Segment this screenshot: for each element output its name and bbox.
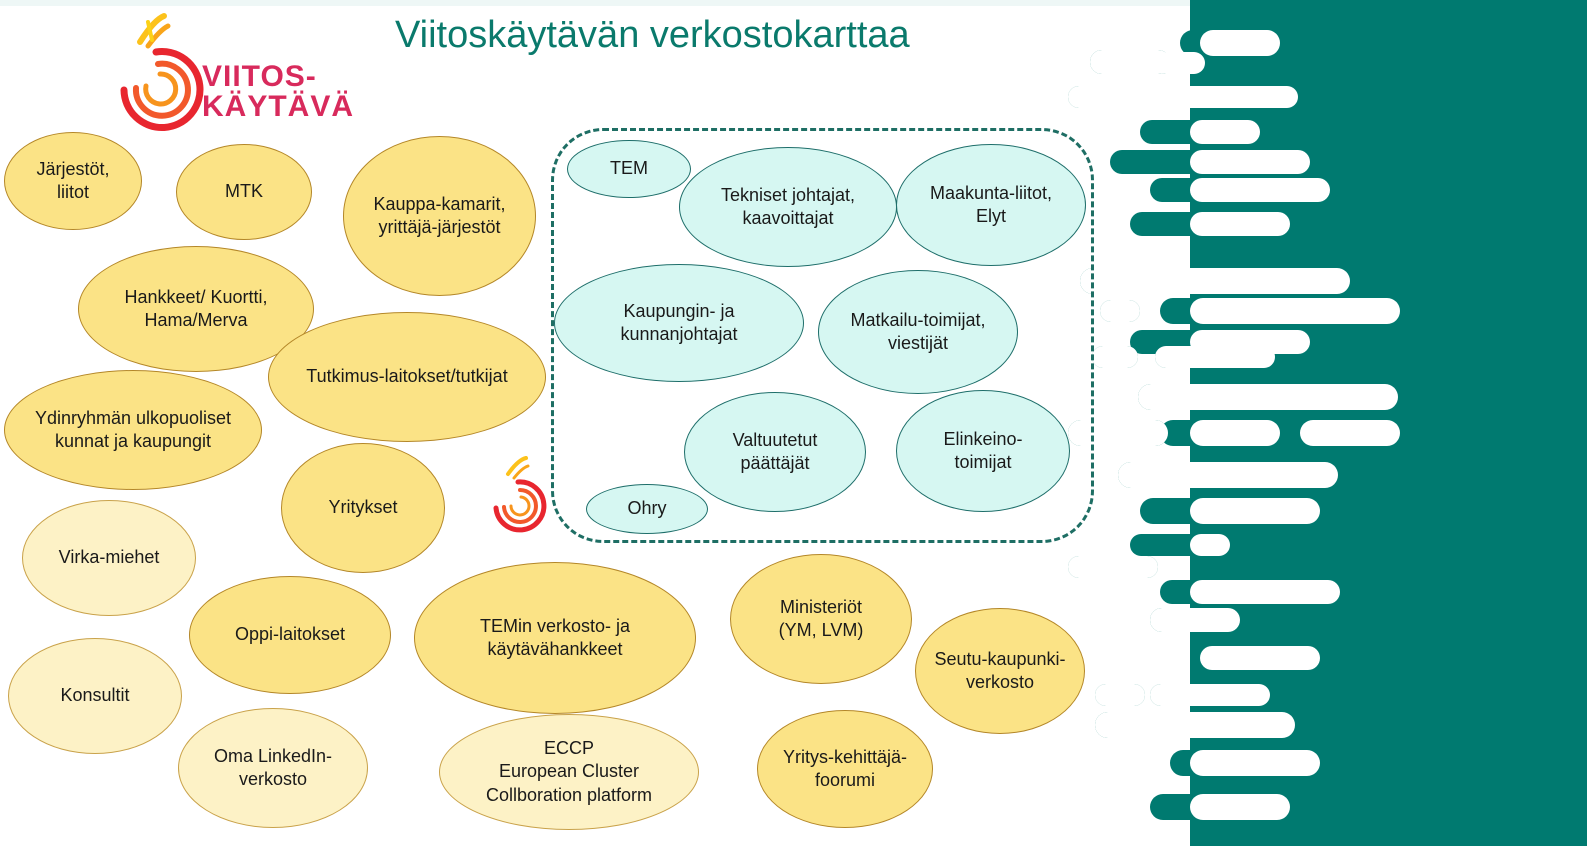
node-label: Oma LinkedIn- verkosto (213, 745, 333, 789)
node-label: Tutkimus-laitokset/tutkijat (306, 366, 508, 387)
logo-rings-icon (120, 13, 204, 131)
node-yrityskehittaja: Yritys-kehittäjä- foorumi (757, 710, 933, 828)
node-label: TEM (610, 158, 648, 179)
node-label: Hankkeet/ Kuortti, Hama/Merva (124, 286, 268, 330)
node-label: Ydinryhmän ulkopuoliset kunnat ja kaupun… (34, 407, 232, 451)
node-eccp: ECCP European Cluster Collboration platf… (439, 714, 699, 830)
node-ydinryhma: Ydinryhmän ulkopuoliset kunnat ja kaupun… (4, 370, 262, 490)
small-logo-icon (493, 456, 547, 533)
node-label: Tekniset johtajat, kaavoittajat (720, 184, 856, 228)
node-label: Seutu-kaupunki- verkosto (934, 648, 1066, 692)
viitoskaytava-logo: VIITOS- KÄYTÄVÄ (104, 12, 364, 132)
logo-text-line1: VIITOS- (202, 60, 317, 93)
page-title: Viitoskäytävän verkostokarttaa (395, 14, 910, 56)
node-jarjestot: Järjestöt, liitot (4, 132, 142, 230)
node-label: Kaupungin- ja kunnanjohtajat (620, 300, 738, 344)
logo-text-line2: KÄYTÄVÄ (202, 90, 355, 123)
node-maakunta: Maakunta-liitot, Elyt (896, 144, 1086, 266)
core-network-group (551, 128, 1094, 543)
node-ministeriot: Ministeriöt (YM, LVM) (730, 554, 912, 684)
node-matkailu: Matkailu-toimijat, viestijät (818, 270, 1018, 394)
node-mtk: MTK (176, 144, 312, 240)
node-tem: TEM (567, 140, 691, 198)
node-seutukaupunki: Seutu-kaupunki- verkosto (915, 608, 1085, 734)
node-konsultit: Konsultit (8, 638, 182, 754)
node-label: Yritykset (328, 497, 398, 518)
node-elinkeino: Elinkeino- toimijat (896, 390, 1070, 512)
node-tekniset: Tekniset johtajat, kaavoittajat (679, 147, 897, 267)
node-temin: TEMin verkosto- ja käytävähankkeet (414, 562, 696, 714)
node-label: Maakunta-liitot, Elyt (929, 182, 1053, 226)
node-yritykset: Yritykset (281, 443, 445, 573)
node-kauppakamarit: Kauppa-kamarit, yrittäjä-järjestöt (343, 136, 536, 296)
node-tutkimus: Tutkimus-laitokset/tutkijat (268, 312, 546, 442)
node-label: Valtuutetut päättäjät (732, 429, 818, 473)
node-linkedin: Oma LinkedIn- verkosto (178, 708, 368, 828)
node-label: Matkailu-toimijat, viestijät (850, 309, 986, 353)
node-label: Elinkeino- toimijat (943, 428, 1023, 472)
node-label: ECCP European Cluster Collboration platf… (485, 738, 653, 805)
node-label: Järjestöt, liitot (36, 158, 110, 202)
node-oppilaitokset: Oppi-laitokset (189, 576, 391, 694)
top-strip (0, 0, 1587, 6)
node-label: Ohry (627, 498, 667, 519)
node-label: Kauppa-kamarit, yrittäjä-järjestöt (373, 193, 506, 237)
node-label: Yritys-kehittäjä- foorumi (782, 746, 908, 790)
node-ohry: Ohry (586, 484, 708, 534)
node-hankkeet: Hankkeet/ Kuortti, Hama/Merva (78, 246, 314, 372)
node-label: Ministeriöt (YM, LVM) (778, 596, 864, 640)
node-kaupungin: Kaupungin- ja kunnanjohtajat (554, 264, 804, 382)
decorative-stripes (1068, 0, 1587, 846)
node-label: TEMin verkosto- ja käytävähankkeet (479, 615, 631, 659)
node-virkamiehet: Virka-miehet (22, 500, 196, 616)
node-label: MTK (225, 181, 263, 202)
node-label: Virka-miehet (58, 547, 160, 568)
node-label: Oppi-laitokset (234, 624, 346, 645)
node-valtuutetut: Valtuutetut päättäjät (684, 392, 866, 512)
node-label: Konsultit (60, 685, 130, 706)
